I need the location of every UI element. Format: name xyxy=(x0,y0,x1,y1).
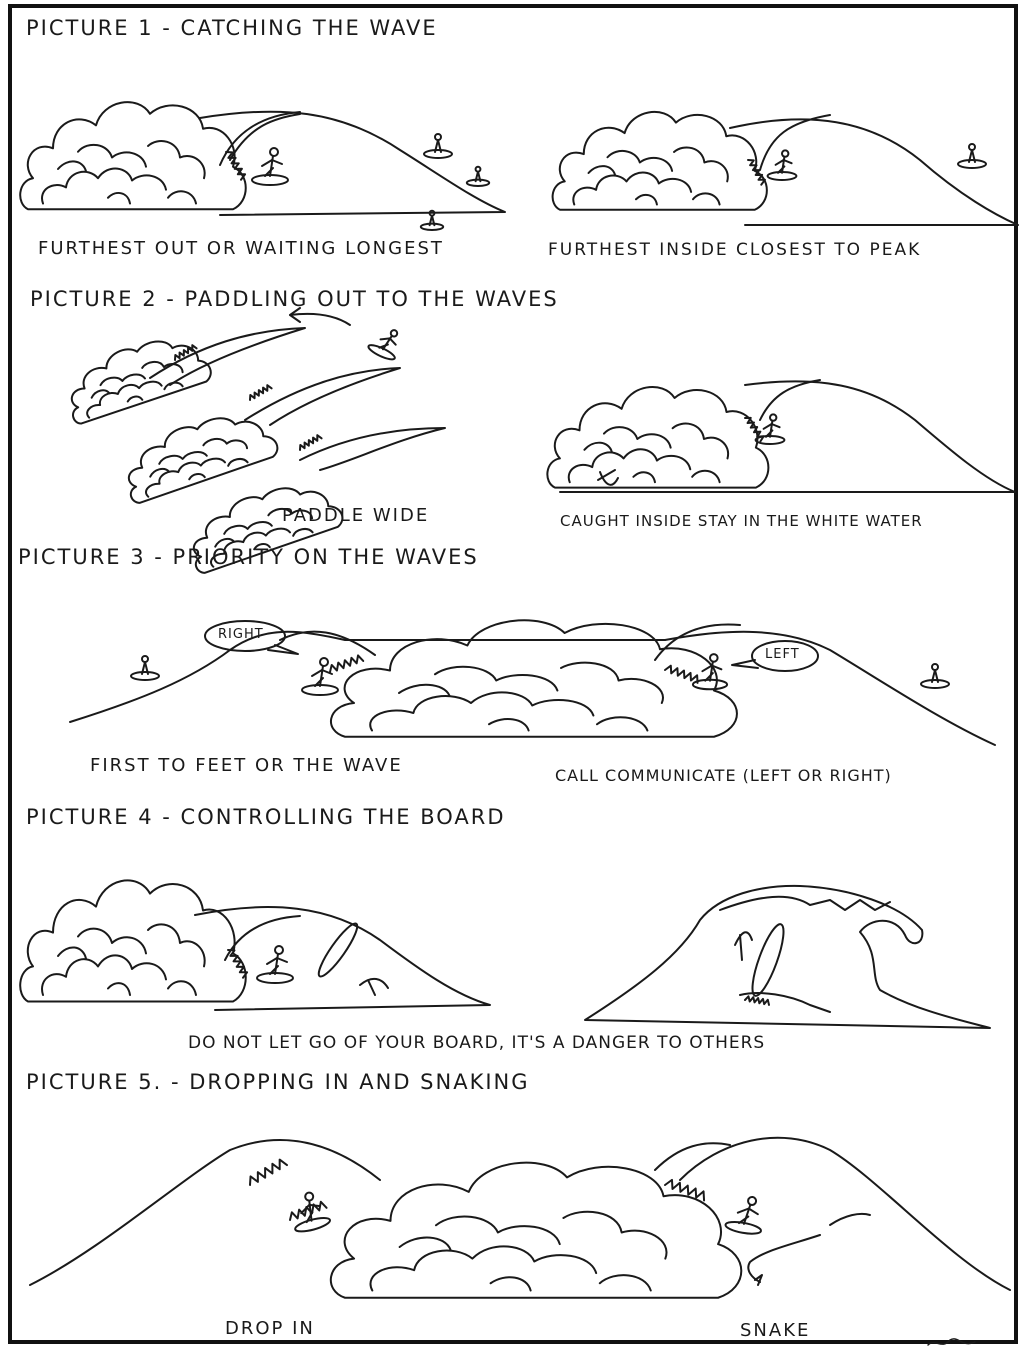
picture-4-right-wave xyxy=(585,886,990,1028)
picture-1-right-wave xyxy=(553,112,1018,225)
picture-2-caption-left: PADDLE WIDE xyxy=(282,505,429,526)
signature-mark xyxy=(928,1339,975,1345)
picture-2-title: PICTURE 2 - PADDLING OUT TO THE WAVES xyxy=(30,287,559,311)
picture-5-caption-left: DROP IN xyxy=(225,1318,315,1339)
speech-bubble-right-text: RIGHT xyxy=(218,627,264,642)
speech-bubble-left-text: LEFT xyxy=(765,647,800,662)
picture-3-caption-left: FIRST TO FEET OR THE WAVE xyxy=(90,755,403,776)
picture-5-waves xyxy=(30,1138,1010,1298)
picture-2-caption-right: CAUGHT INSIDE STAY IN THE WHITE WATER xyxy=(560,512,923,530)
picture-2-right-wave xyxy=(547,380,1015,492)
picture-4-caption: DO NOT LET GO OF YOUR BOARD, IT'S A DANG… xyxy=(188,1033,765,1053)
picture-3-waves xyxy=(70,620,995,745)
picture-2-left-waves xyxy=(56,308,445,575)
picture-3-title: PICTURE 3 - PRIORITY ON THE WAVES xyxy=(18,545,479,569)
picture-1-left-wave xyxy=(20,102,505,230)
picture-1-caption-right: FURTHEST INSIDE CLOSEST TO PEAK xyxy=(548,240,921,260)
picture-1-caption-left: FURTHEST OUT OR WAITING LONGEST xyxy=(38,238,444,259)
picture-4-left-wave xyxy=(20,880,490,1010)
picture-3-caption-right: CALL COMMUNICATE (LEFT OR RIGHT) xyxy=(555,766,892,785)
picture-5-caption-right: SNAKE xyxy=(740,1320,810,1341)
picture-1-title: PICTURE 1 - CATCHING THE WAVE xyxy=(26,16,438,40)
picture-5-title: PICTURE 5. - DROPPING IN AND SNAKING xyxy=(26,1070,530,1094)
picture-4-title: PICTURE 4 - CONTROLLING THE BOARD xyxy=(26,805,506,829)
